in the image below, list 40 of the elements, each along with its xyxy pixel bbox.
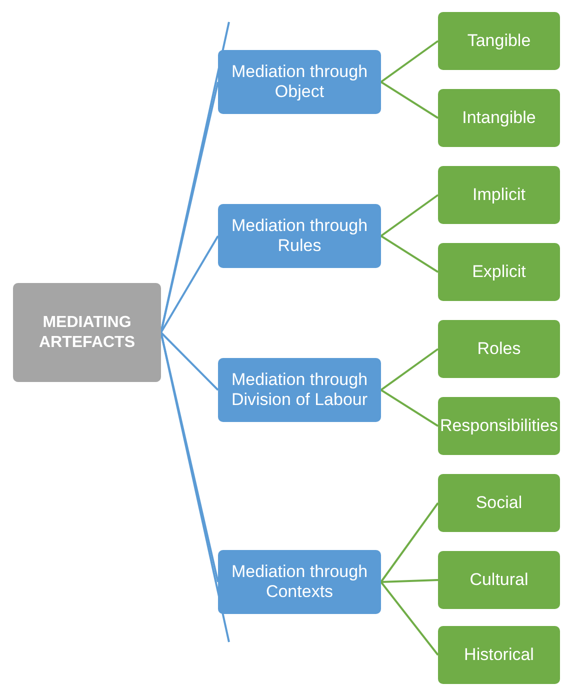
item-box — [438, 626, 560, 684]
connector-line — [160, 82, 219, 333]
category-box — [218, 204, 381, 268]
category-box — [218, 50, 381, 114]
item-box — [438, 89, 560, 147]
connector-line — [380, 81, 439, 119]
node-label: Mediation through Object — [230, 62, 369, 102]
connector-line — [380, 194, 439, 237]
node-label: Mediation through Rules — [230, 216, 369, 256]
item-box — [438, 166, 560, 224]
node-label: Implicit — [472, 184, 526, 206]
item-box — [438, 12, 560, 70]
connector-line — [380, 502, 439, 583]
category-box — [218, 358, 381, 422]
connector-line — [380, 348, 439, 391]
node-label: Social — [476, 492, 522, 514]
root-box — [13, 283, 161, 382]
item-box — [438, 243, 560, 301]
node-label: Mediation through Division of Labour — [230, 370, 369, 410]
item-box — [438, 320, 560, 378]
node-label: Cultural — [470, 570, 528, 590]
node-label: Roles — [477, 338, 521, 360]
node-label: Explicit — [472, 262, 526, 282]
category-box — [218, 550, 381, 614]
connector-line — [380, 389, 439, 427]
connector-line — [160, 332, 219, 391]
node-label: Intangible — [462, 108, 536, 128]
connector-line — [380, 581, 439, 656]
connector-line — [380, 40, 439, 83]
node-label: Mediation through Contexts — [230, 562, 369, 602]
item-box — [438, 397, 560, 455]
connector-line — [380, 235, 439, 273]
node-label: Responsibilities — [440, 416, 558, 436]
connector-line — [160, 236, 219, 333]
node-label: MEDIATING ARTEFACTS — [38, 313, 136, 352]
node-label: Historical — [464, 644, 534, 666]
item-box — [438, 474, 560, 532]
node-label: Tangible — [467, 30, 531, 52]
item-box — [438, 551, 560, 609]
connector-line — [380, 579, 438, 583]
